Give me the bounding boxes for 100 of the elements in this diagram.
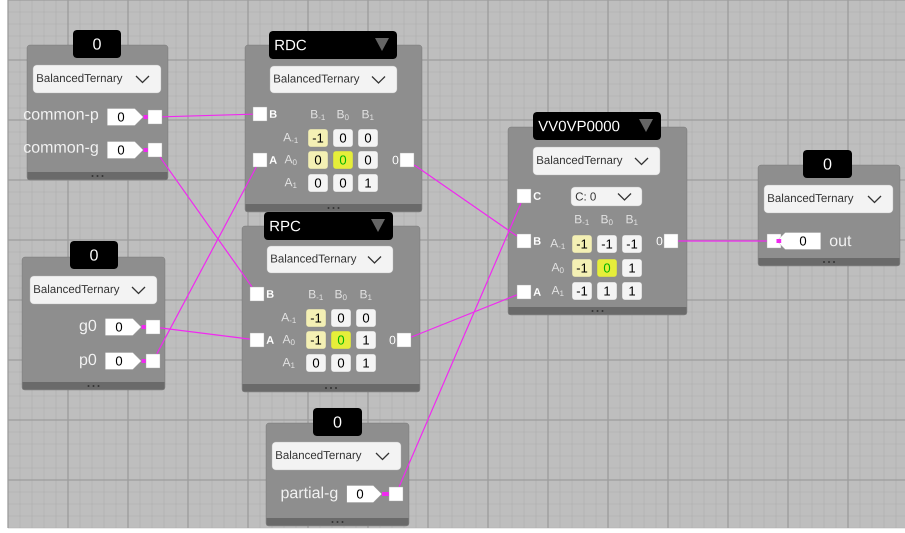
- row-header: A$_{1}$: [282, 358, 295, 368]
- table-cell: 0: [358, 150, 378, 170]
- table-cell: 1: [596, 282, 618, 300]
- table-cell: 1: [358, 174, 378, 192]
- table-cell: 0: [596, 258, 618, 278]
- pin-label: common-p: [24, 111, 98, 123]
- port-label: B: [270, 110, 277, 118]
- title-tab: 0: [803, 150, 852, 178]
- row-header: A$_{0}$: [284, 154, 297, 166]
- port-label: 0: [656, 236, 662, 246]
- port-label: 0: [392, 156, 398, 164]
- column-header: B$_{-1}$: [311, 110, 325, 120]
- connector-stub: [382, 492, 389, 496]
- port-square: [388, 486, 404, 502]
- value-tag: 0: [107, 108, 144, 126]
- table-cell: 0: [356, 308, 376, 328]
- port-square: [148, 142, 162, 158]
- pin-label: g0: [80, 320, 96, 334]
- title-tab: 0: [73, 30, 121, 58]
- table-cell: -1: [572, 234, 592, 254]
- wire: [410, 294, 518, 338]
- connector-stub: [776, 239, 782, 243]
- row-header: A$_{1}$: [552, 286, 564, 296]
- title-tab: RPC: [264, 212, 393, 240]
- wire: [160, 156, 252, 288]
- connector-stub: [144, 148, 148, 152]
- dropdown-field: BalancedTernary: [532, 146, 660, 176]
- pin-label: p0: [80, 354, 96, 368]
- port-label: 0: [390, 336, 396, 344]
- table-cell: 0: [308, 150, 328, 170]
- port-label: A: [269, 156, 277, 164]
- table-cell: 0: [306, 354, 326, 372]
- value-tag: 0: [105, 318, 142, 336]
- title-tab: VV0VP0000: [533, 112, 661, 140]
- table-cell: 0: [332, 128, 354, 148]
- pin-label: out: [830, 236, 852, 246]
- table-cell: 0: [332, 174, 354, 192]
- wire: [678, 240, 767, 242]
- wire: [162, 114, 253, 118]
- wire: [398, 202, 522, 488]
- table-cell: -1: [572, 282, 592, 300]
- row-header: A$_{0}$: [282, 334, 295, 346]
- port-square: [148, 110, 162, 124]
- title-tab: RDC: [269, 31, 397, 59]
- port-label: A: [533, 288, 541, 296]
- port-label: B: [266, 290, 274, 298]
- pin-label: partial-g: [282, 486, 338, 502]
- table-cell: 1: [356, 354, 376, 372]
- port-label: C: [534, 192, 541, 200]
- value-tag: 0: [107, 141, 144, 159]
- table-cell: -1: [308, 128, 328, 148]
- connector-stub: [144, 115, 148, 119]
- port-label: B: [534, 237, 541, 245]
- table-cell: -1: [622, 234, 642, 254]
- dropdown-field: C: 0: [570, 186, 642, 206]
- table-cell: 0: [332, 150, 354, 170]
- column-header: B$_{-1}$: [575, 214, 589, 226]
- column-header: B$_{-1}$: [309, 290, 323, 300]
- table-cell: 1: [622, 282, 642, 300]
- table-cell: -1: [306, 308, 326, 328]
- dropdown-field: BalancedTernary: [272, 442, 402, 470]
- column-header: B$_{1}$: [626, 214, 638, 226]
- dropdown-field: BalancedTernary: [764, 184, 894, 214]
- table-cell: -1: [572, 258, 592, 278]
- connector-stub: [142, 359, 146, 363]
- table-cell: 0: [330, 354, 352, 372]
- wire: [414, 164, 518, 237]
- column-header: B$_{0}$: [338, 110, 349, 120]
- value-tag: 0: [346, 485, 382, 503]
- table-cell: 0: [358, 128, 378, 148]
- column-header: B$_{1}$: [362, 110, 374, 120]
- row-header: A$_{1}$: [284, 178, 297, 188]
- table-cell: 0: [330, 308, 352, 328]
- dropdown-field: BalancedTernary: [270, 66, 398, 94]
- table-cell: 1: [622, 258, 642, 278]
- column-header: B$_{0}$: [602, 214, 613, 226]
- pin-label: common-g: [24, 144, 98, 156]
- port-square: [146, 320, 160, 334]
- row-header: A$_{-1}$: [283, 132, 298, 144]
- title-tab: 0: [70, 241, 118, 269]
- connector-stub: [142, 325, 146, 329]
- port-square: [146, 354, 160, 368]
- table-cell: 0: [330, 330, 352, 350]
- row-header: A$_{-1}$: [550, 238, 565, 250]
- dropdown-field: BalancedTernary: [266, 246, 394, 274]
- dropdown-field: BalancedTernary: [32, 64, 162, 94]
- table-cell: -1: [596, 234, 618, 254]
- title-tab: 0: [313, 408, 362, 436]
- table-cell: -1: [306, 330, 326, 350]
- table-cell: 0: [308, 174, 328, 192]
- column-header: B$_{1}$: [360, 290, 372, 300]
- port-label: A: [266, 336, 274, 344]
- wire: [156, 166, 257, 354]
- row-header: A$_{-1}$: [281, 312, 296, 324]
- row-header: A$_{0}$: [552, 262, 564, 274]
- column-header: B$_{0}$: [336, 290, 347, 300]
- table-cell: 1: [356, 330, 376, 350]
- value-tag: 0: [105, 352, 142, 370]
- wire: [160, 327, 250, 340]
- dropdown-field: BalancedTernary: [30, 276, 158, 304]
